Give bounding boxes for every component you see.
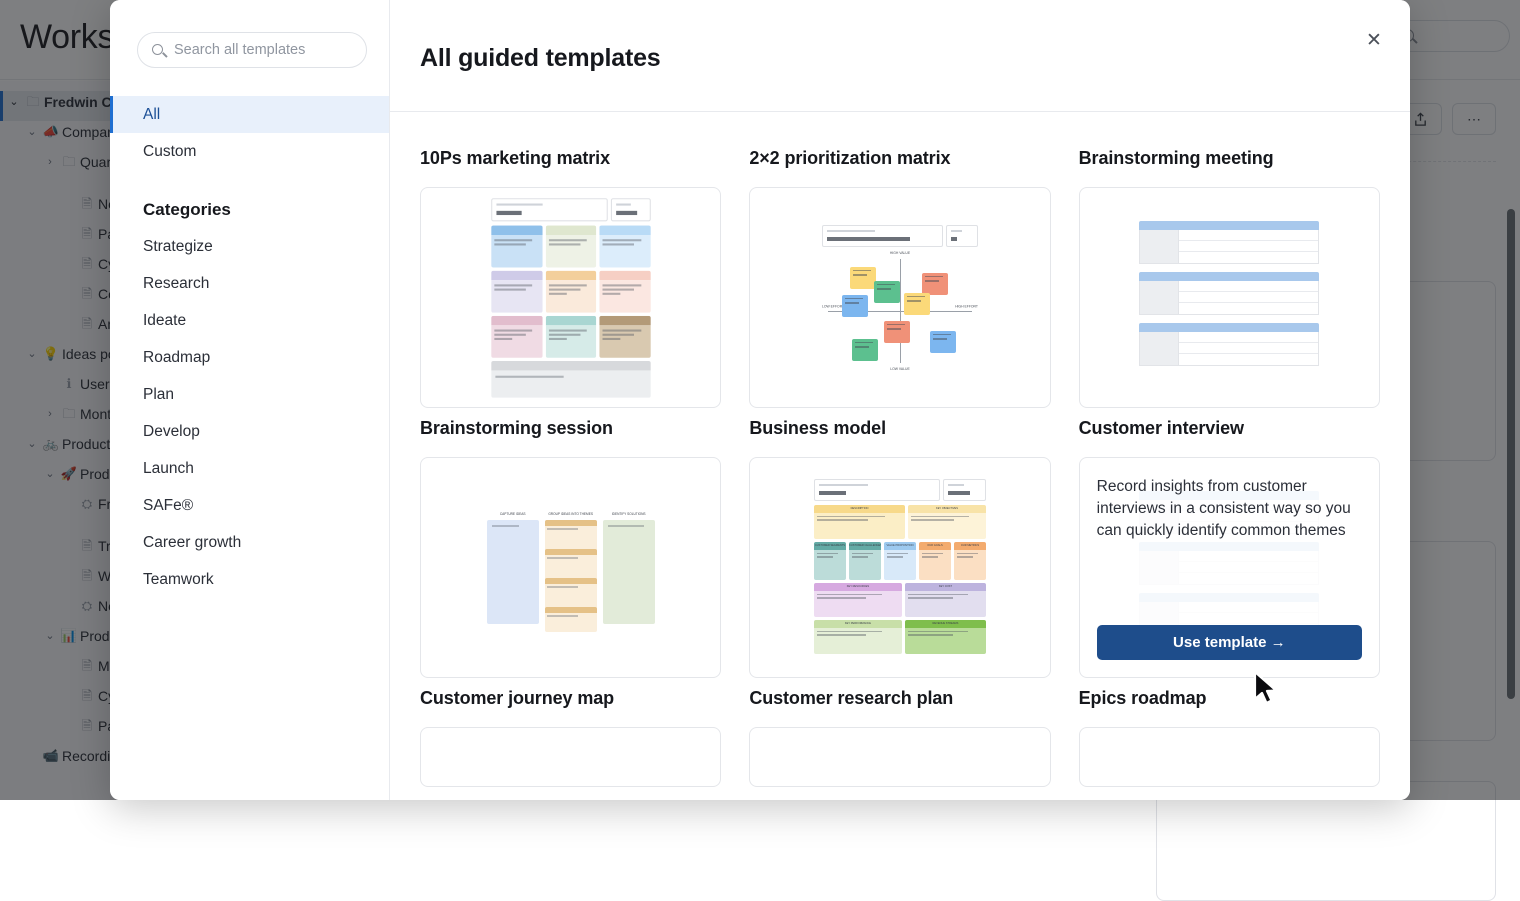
template-name: 2×2 prioritization matrix bbox=[749, 148, 1050, 169]
template-card: Customer research plan bbox=[749, 688, 1050, 787]
category-item-label: Develop bbox=[143, 423, 200, 441]
category-item-teamwork[interactable]: Teamwork bbox=[110, 561, 389, 598]
nav-item-label: Custom bbox=[143, 143, 196, 161]
template-name: Customer research plan bbox=[749, 688, 1050, 709]
template-name: 10Ps marketing matrix bbox=[420, 148, 721, 169]
template-name: Customer journey map bbox=[420, 688, 721, 709]
category-item-label: Ideate bbox=[143, 312, 186, 330]
close-icon[interactable]: ✕ bbox=[1360, 26, 1388, 54]
template-name: Brainstorming session bbox=[420, 418, 721, 439]
search-input[interactable] bbox=[174, 33, 352, 67]
category-item-launch[interactable]: Launch bbox=[110, 450, 389, 487]
template-card: Epics roadmap bbox=[1079, 688, 1380, 787]
category-item-label: Career growth bbox=[143, 534, 241, 552]
template-card: 10Ps marketing matrix bbox=[420, 148, 721, 408]
category-item-label: Teamwork bbox=[143, 571, 214, 589]
category-item-develop[interactable]: Develop bbox=[110, 413, 389, 450]
category-item-strategize[interactable]: Strategize bbox=[110, 228, 389, 265]
template-name: Brainstorming meeting bbox=[1079, 148, 1380, 169]
template-thumbnail[interactable] bbox=[420, 727, 721, 787]
template-card: Brainstorming meeting bbox=[1079, 148, 1380, 408]
nav-item-label: All bbox=[143, 106, 160, 124]
template-name: Customer interview bbox=[1079, 418, 1380, 439]
search-icon bbox=[152, 44, 163, 55]
nav-item-all[interactable]: All bbox=[110, 96, 389, 133]
template-preview-art bbox=[421, 728, 720, 786]
templates-scroll-area[interactable]: 10Ps marketing matrix 2×2 prioritization … bbox=[390, 112, 1410, 800]
page-title: All guided templates bbox=[420, 44, 660, 73]
template-thumbnail[interactable] bbox=[1079, 187, 1380, 408]
template-thumbnail[interactable] bbox=[420, 187, 721, 408]
category-item-label: Launch bbox=[143, 460, 194, 478]
template-preview-art bbox=[1080, 728, 1379, 786]
template-name: Business model bbox=[749, 418, 1050, 439]
template-thumbnail[interactable] bbox=[1079, 727, 1380, 787]
template-thumbnail[interactable] bbox=[749, 727, 1050, 787]
search-templates-field[interactable] bbox=[137, 32, 367, 68]
template-preview-art bbox=[421, 188, 720, 407]
template-preview-art bbox=[1080, 188, 1379, 407]
category-item-safe-[interactable]: SAFe® bbox=[110, 487, 389, 524]
category-item-label: SAFe® bbox=[143, 497, 193, 515]
template-description: Record insights from customer interviews… bbox=[1097, 476, 1362, 542]
category-item-label: Roadmap bbox=[143, 349, 210, 367]
category-item-research[interactable]: Research bbox=[110, 265, 389, 302]
category-item-label: Strategize bbox=[143, 238, 213, 256]
category-item-career-growth[interactable]: Career growth bbox=[110, 524, 389, 561]
modal-content: All guided templates ✕ 10Ps marketing ma… bbox=[390, 0, 1410, 800]
category-item-label: Research bbox=[143, 275, 209, 293]
use-template-button[interactable]: Use template → bbox=[1097, 625, 1362, 660]
categories-heading: Categories bbox=[110, 200, 389, 220]
modal-header: All guided templates ✕ bbox=[390, 0, 1410, 112]
template-preview-art bbox=[750, 728, 1049, 786]
nav-item-custom[interactable]: Custom bbox=[110, 133, 389, 170]
template-thumbnail[interactable]: Record insights from customer interviews… bbox=[1079, 457, 1380, 678]
category-item-label: Plan bbox=[143, 386, 174, 404]
template-name: Epics roadmap bbox=[1079, 688, 1380, 709]
category-item-ideate[interactable]: Ideate bbox=[110, 302, 389, 339]
template-card: Customer journey map bbox=[420, 688, 721, 787]
category-item-plan[interactable]: Plan bbox=[110, 376, 389, 413]
category-item-roadmap[interactable]: Roadmap bbox=[110, 339, 389, 376]
